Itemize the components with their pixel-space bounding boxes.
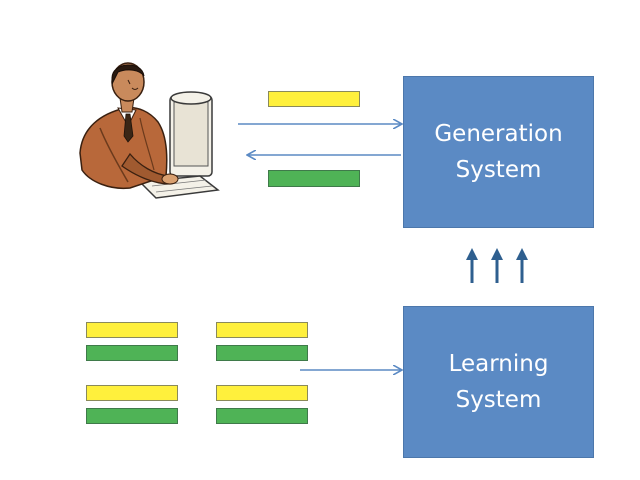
learning-system-box: Learning System <box>403 306 594 458</box>
training-pair-2-bottom <box>216 345 308 361</box>
input-bar-yellow <box>268 91 360 107</box>
generation-system-box: Generation System <box>403 76 594 228</box>
training-pair-4-bottom <box>216 408 308 424</box>
training-pair-3-bottom <box>86 408 178 424</box>
training-pair-2-top <box>216 322 308 338</box>
training-pair-1-top <box>86 322 178 338</box>
training-pair-4-top <box>216 385 308 401</box>
training-pair-1-bottom <box>86 345 178 361</box>
output-bar-green <box>268 170 360 187</box>
person-at-computer-icon <box>79 62 220 199</box>
training-pair-3-top <box>86 385 178 401</box>
